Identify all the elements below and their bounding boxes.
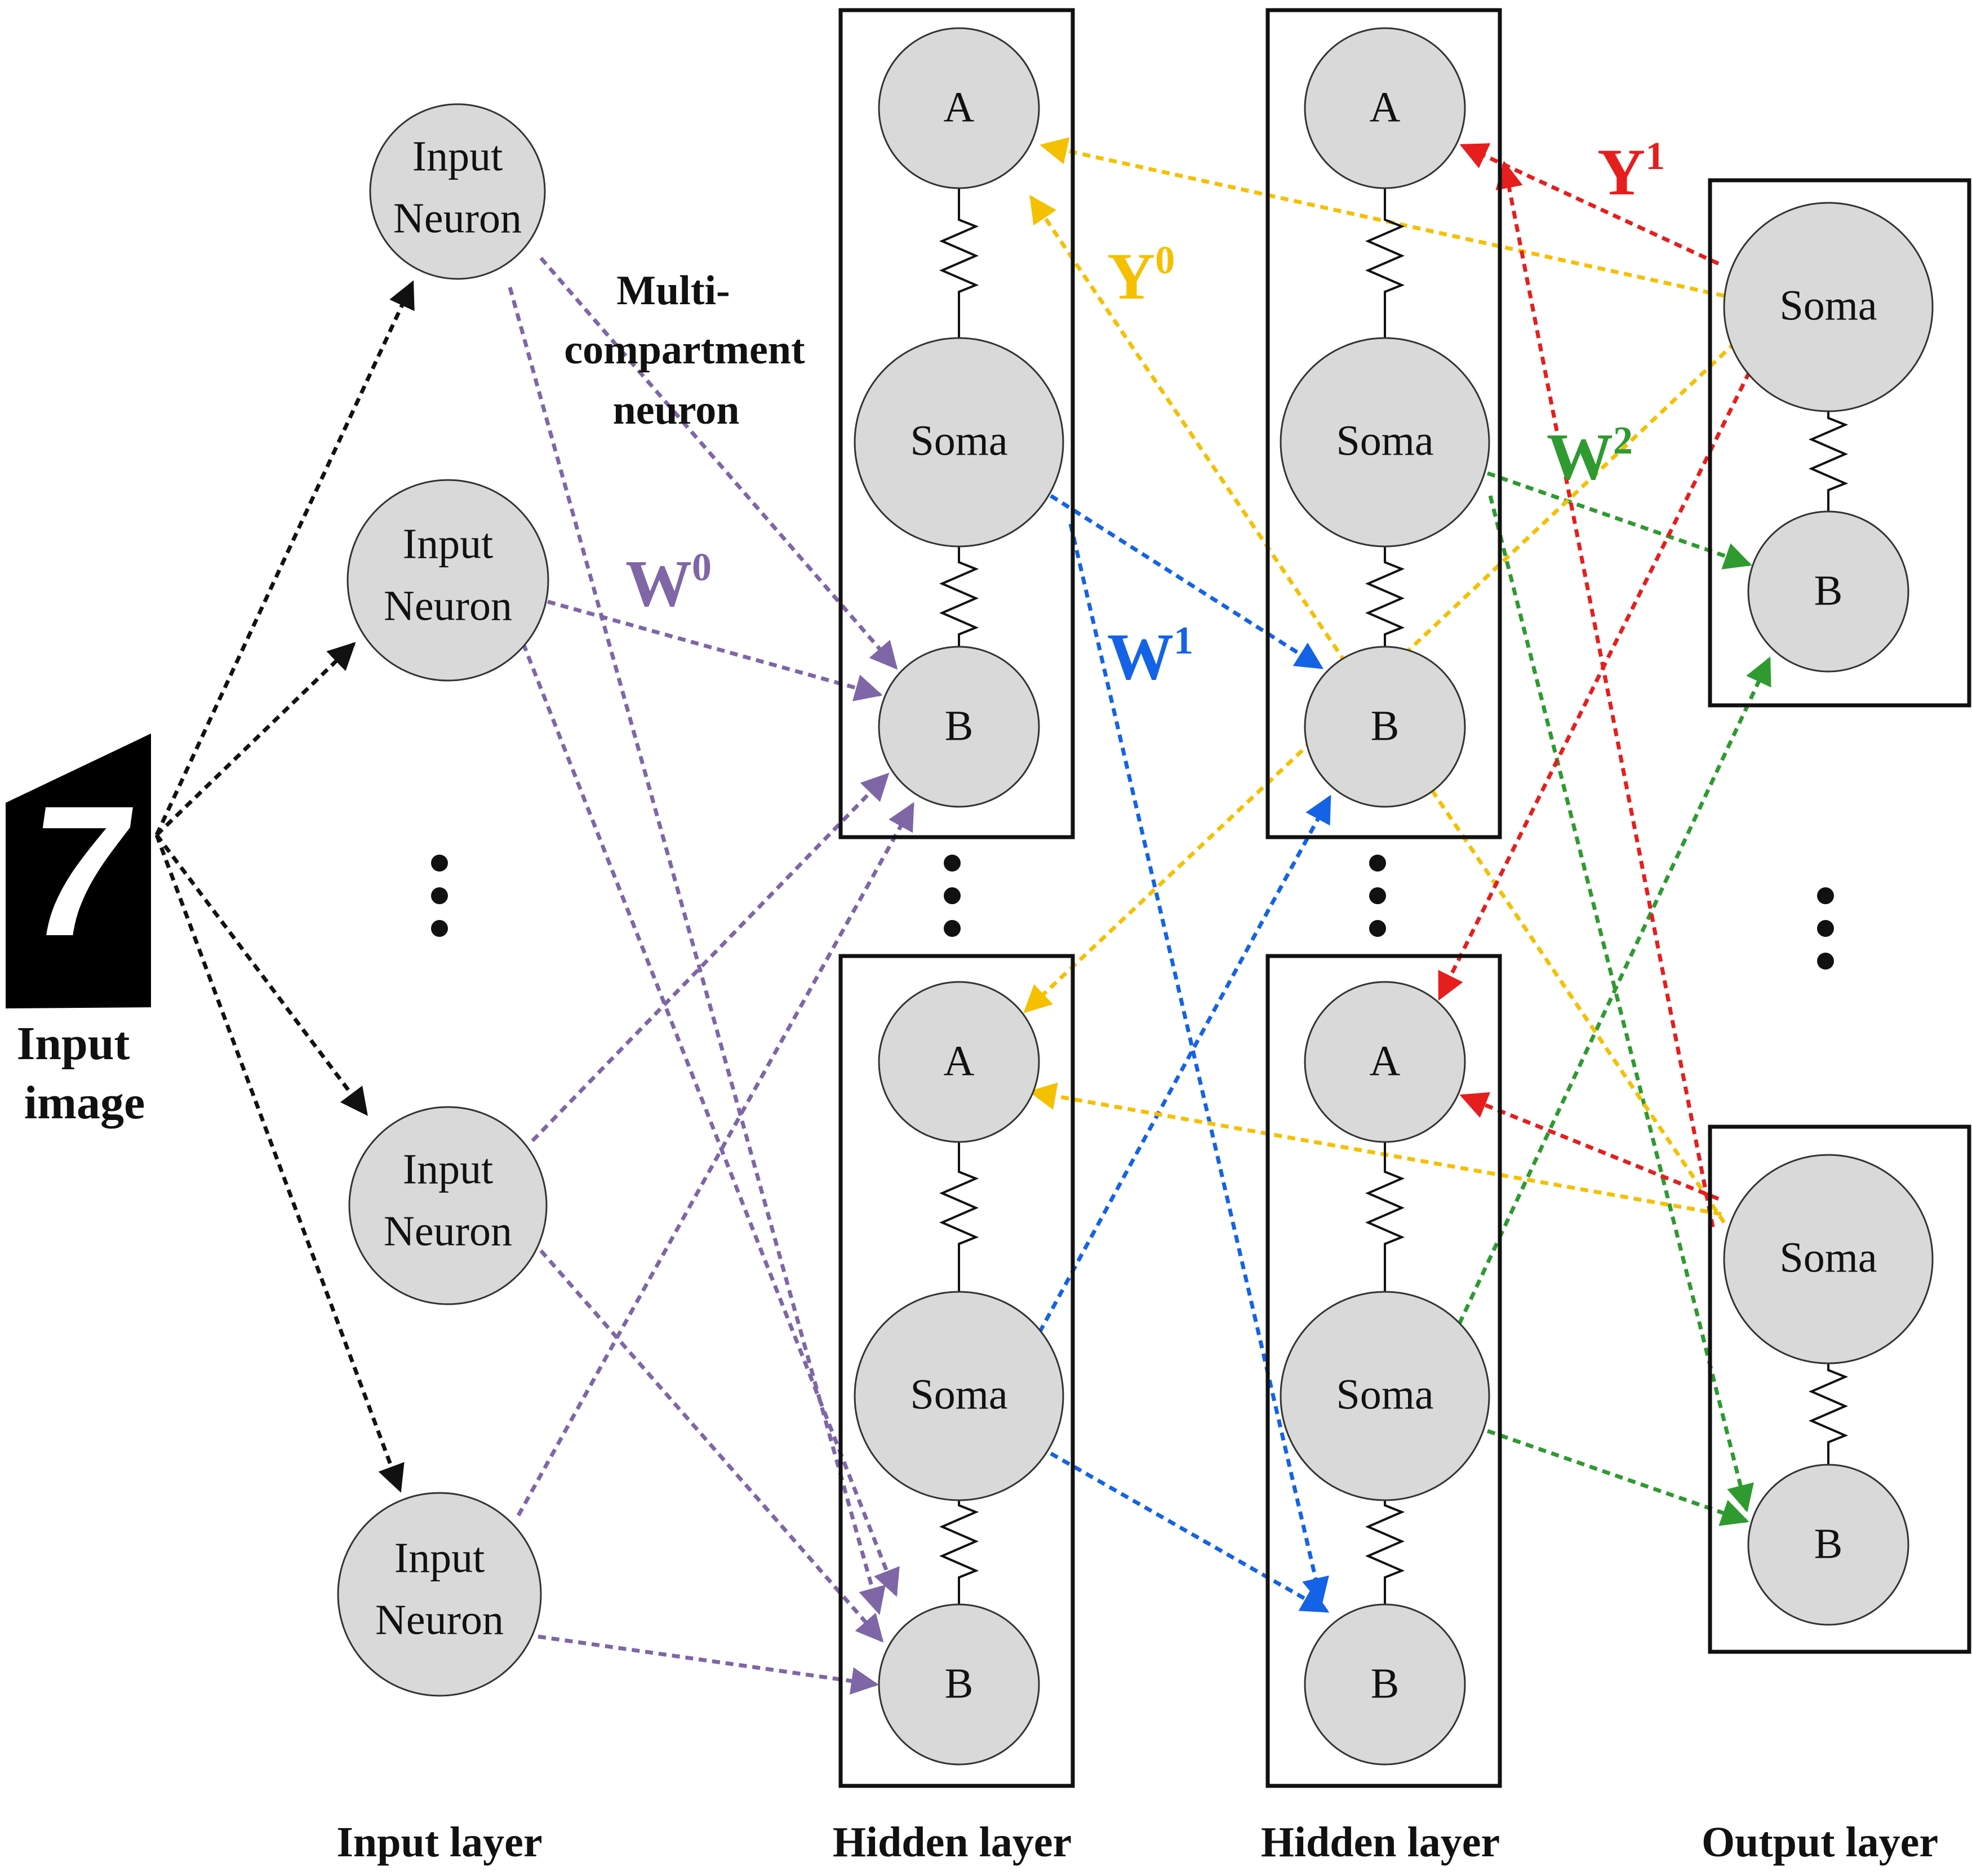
input-image-label-line1: Input — [17, 1017, 130, 1070]
weight-y0-base: Y — [1107, 239, 1155, 313]
input-neuron-3: Input Neuron — [348, 1106, 548, 1305]
weight-w1-sup: 1 — [1174, 619, 1193, 663]
weight-w2-sup: 2 — [1613, 419, 1633, 463]
connections-w0 — [508, 256, 915, 1695]
weight-w0-sup: 0 — [692, 546, 712, 589]
connections-w1 — [1037, 494, 1332, 1613]
hidden2-top-neuron-box — [1265, 8, 1502, 839]
weight-y0-sup: 0 — [1155, 239, 1175, 282]
compartment-label: B — [945, 702, 974, 749]
connections-w2 — [1457, 471, 1771, 1526]
layer-label-hidden1: Hidden layer — [833, 1819, 1072, 1866]
compartment-label: A — [944, 1037, 975, 1084]
hidden1-ellipsis — [944, 855, 961, 937]
input-image: 7 — [6, 733, 151, 1008]
springs — [939, 186, 1849, 1606]
output-bottom-soma: Soma — [1723, 1154, 1934, 1364]
hidden1-top-basal: B — [878, 646, 1040, 808]
input-neuron-4: Input Neuron — [337, 1492, 542, 1697]
multi-compartment-line1: Multi- — [616, 268, 730, 314]
input-neuron-1-line2: Neuron — [393, 194, 522, 242]
input-neuron-3-line1: Input — [403, 1145, 493, 1193]
multi-compartment-line2: compartment — [564, 327, 805, 373]
compartment-label: Soma — [1779, 282, 1877, 329]
compartment-label: Soma — [910, 417, 1007, 464]
output-top-soma: Soma — [1723, 202, 1934, 412]
compartment-label: Soma — [1336, 417, 1433, 464]
input-image-label-line2: image — [24, 1077, 145, 1129]
output-bottom-basal: B — [1747, 1464, 1909, 1626]
compartment-label: A — [1370, 83, 1401, 131]
hidden2-bottom-basal: B — [1304, 1603, 1466, 1766]
output-top-basal: B — [1747, 510, 1909, 673]
compartment-label: A — [944, 83, 975, 131]
hidden2-bottom-soma: Soma — [1280, 1291, 1490, 1501]
layer-label-output: Output layer — [1702, 1819, 1938, 1866]
compartment-label: B — [1371, 702, 1400, 749]
compartment-label: B — [1371, 1660, 1400, 1707]
hidden1-top-apical: A — [878, 27, 1040, 189]
hidden1-bottom-neuron-box — [838, 954, 1075, 1788]
hidden1-top-neuron-box — [838, 8, 1075, 839]
compartment-label: B — [945, 1660, 974, 1707]
input-neuron-1: Input Neuron — [369, 103, 546, 280]
input-neuron-1-line1: Input — [412, 132, 503, 180]
hidden2-bottom-apical: A — [1304, 981, 1466, 1143]
input-layer-ellipsis — [431, 855, 448, 937]
weight-label-y0: Y0 — [1107, 239, 1175, 313]
weight-label-w2: W2 — [1547, 419, 1633, 494]
input-neuron-4-line1: Input — [394, 1534, 485, 1581]
weight-w0-base: W — [625, 546, 692, 620]
compartment-label: A — [1370, 1037, 1401, 1084]
input-neuron-2-line2: Neuron — [384, 582, 512, 629]
hidden1-bottom-apical: A — [878, 981, 1040, 1143]
connections-input — [154, 280, 415, 1493]
weight-label-y1: Y1 — [1597, 135, 1665, 209]
input-neuron-4-line2: Neuron — [375, 1596, 504, 1643]
hidden2-top-apical: A — [1304, 27, 1466, 189]
connections-y1 — [1437, 143, 1752, 1228]
hidden2-top-basal: B — [1304, 646, 1466, 808]
hidden1-bottom-soma: Soma — [854, 1291, 1064, 1501]
weight-y1-base: Y — [1597, 135, 1645, 209]
weight-w1-base: W — [1107, 620, 1174, 694]
weight-w2-base: W — [1547, 420, 1613, 494]
hidden1-top-soma: Soma — [854, 337, 1064, 548]
hidden1-bottom-basal: B — [878, 1603, 1040, 1766]
compartment-label: Soma — [1336, 1371, 1433, 1418]
multi-compartment-line3: neuron — [613, 387, 740, 433]
compartment-label: Soma — [1779, 1234, 1877, 1281]
layer-label-hidden2: Hidden layer — [1261, 1819, 1500, 1866]
weight-y1-sup: 1 — [1645, 135, 1665, 178]
hidden2-bottom-neuron-box — [1265, 954, 1502, 1788]
compartment-label: Soma — [910, 1371, 1007, 1418]
hidden2-ellipsis — [1369, 855, 1386, 937]
weight-label-w1: W1 — [1107, 619, 1193, 694]
output-ellipsis — [1817, 887, 1834, 970]
input-neuron-3-line2: Neuron — [384, 1207, 512, 1255]
weight-label-w0: W0 — [625, 546, 712, 620]
input-neuron-2-line1: Input — [403, 520, 493, 567]
layer-label-input: Input layer — [336, 1819, 542, 1866]
output-bottom-neuron-box — [1708, 1124, 1971, 1654]
compartment-label: B — [1814, 1520, 1843, 1567]
output-top-neuron-box — [1708, 178, 1971, 708]
input-neuron-2: Input Neuron — [347, 479, 549, 682]
compartment-label: B — [1814, 567, 1843, 614]
hidden2-top-soma: Soma — [1280, 337, 1490, 548]
